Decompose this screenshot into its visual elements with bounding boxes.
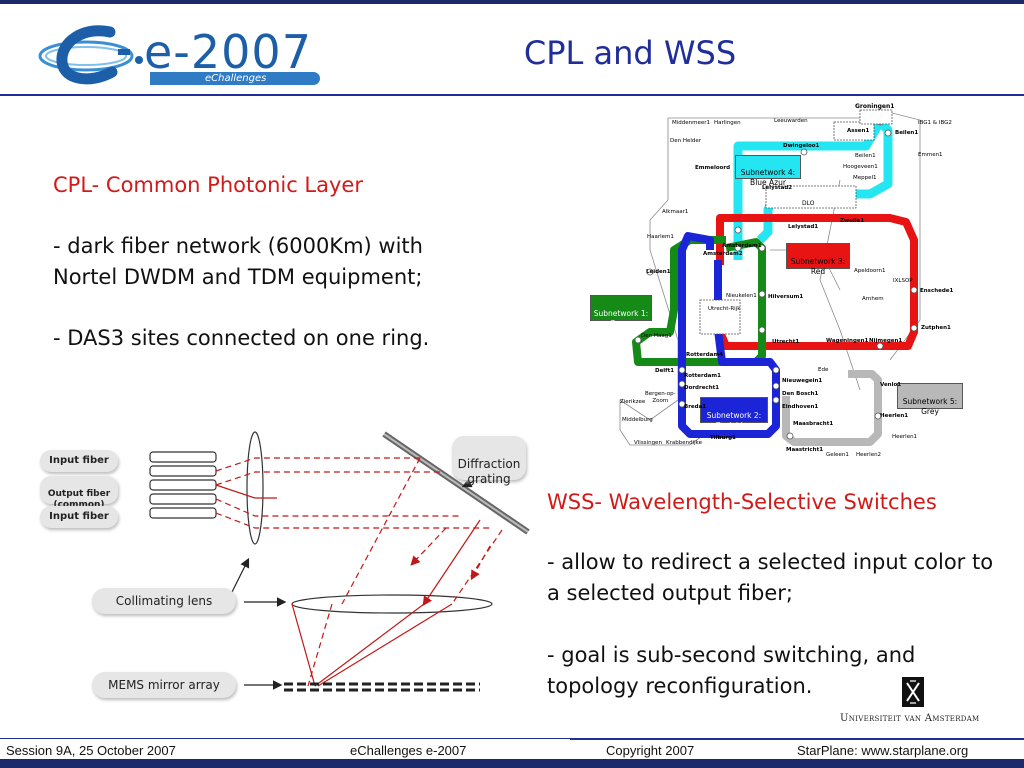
city-leeuwarden: Leeuwarden: [774, 118, 808, 124]
network-map: [590, 100, 980, 460]
subnet-grey-label: Subnetwork 5: Grey: [897, 383, 963, 416]
city-heerlen: Heerlen1: [892, 434, 918, 440]
diffraction-grating-label: Diffraction grating: [452, 436, 526, 486]
city-nijmegen: Nijmegen1: [869, 338, 903, 344]
cpl-bullet-1: - dark fiber network (6000Km) with Norte…: [53, 234, 423, 289]
city-dwingeloo: Dwingeloo1: [783, 143, 820, 149]
city-harlingen: Harlingen: [714, 120, 741, 126]
city-vlissingen: Vlissingen: [634, 440, 662, 446]
wss-bullet-2: - goal is sub-second switching, and topo…: [547, 643, 916, 698]
city-utrecht: Utrecht1: [772, 339, 800, 345]
city-utrecht-rijk: Utrecht-Rijk: [708, 306, 741, 312]
header-rule: [0, 94, 1024, 96]
city-eindhoven: Eindhoven1: [782, 404, 819, 410]
city-delft: Delft1: [655, 368, 675, 374]
city-enschede: Enschede1: [920, 288, 954, 294]
footer-rule: [0, 738, 1024, 739]
footer-event: eChallenges e-2007: [350, 743, 467, 758]
city-ede: Ede: [818, 367, 829, 373]
subnet-blue-label: Subnetwork 2: Dark blue: [700, 397, 768, 430]
city-heerlen1-top: Heerlen1: [880, 413, 909, 419]
city-zwolle: Zwolle1: [840, 218, 865, 224]
city-breda: Breda1: [684, 404, 707, 410]
city-geleen: Geleen1: [826, 452, 849, 458]
uva-emblem: [902, 677, 924, 707]
wss-diagram: [32, 428, 552, 718]
city-haarlem: Haarlem1: [647, 234, 674, 240]
city-venlo: Venlo1: [880, 382, 902, 388]
city-tilburg: Tilburg1: [710, 435, 736, 441]
bottom-bar: [0, 759, 1024, 768]
cpl-bullet-2: - DAS3 sites connected on one ring.: [53, 326, 430, 350]
city-middenmeer: Middenmeer1: [672, 120, 711, 126]
city-hoogeveen: Hoogeveen1: [843, 164, 878, 170]
city-dlo: DLO: [802, 200, 815, 207]
e2007-logo: [36, 22, 326, 92]
city-emmeloord: Emmeloord: [695, 165, 731, 171]
city-rotterdam1: Rotterdam1: [684, 373, 721, 379]
city-den-bosch: Den Bosch1: [782, 391, 819, 397]
city-nieuwegein: Nieuwegein1: [782, 378, 823, 384]
city-wageningen: Wageningen1: [826, 338, 869, 344]
subnet-green-label: Subnetwork 1: Green: [590, 295, 652, 328]
page-title: CPL and WSS: [523, 34, 737, 72]
wss-heading: WSS- Wavelength-Selective Switches: [547, 490, 937, 514]
city-assen: Assen1: [847, 128, 870, 134]
mems-mirror-label: MEMS mirror array: [92, 672, 236, 698]
logo-mark: e-2007: [144, 25, 312, 79]
network-map-svg: [619, 109, 921, 446]
city-lelystad2: Lelystad2: [762, 185, 793, 191]
top-bar: [0, 0, 1024, 4]
footer-session: Session 9A, 25 October 2007: [6, 743, 176, 758]
cpl-heading: CPL- Common Photonic Layer: [53, 173, 363, 197]
wss-diagram-svg: [149, 431, 530, 692]
city-ixlsop: IXLSOP: [893, 278, 913, 284]
city-maastricht: Maastricht1: [786, 447, 824, 453]
city-groningen: Groningen1: [855, 103, 895, 110]
city-alkmaar: Alkmaar1: [662, 209, 689, 215]
city-amsterdam1: Amsterdam1: [722, 243, 762, 249]
city-dordrecht: Dordrecht1: [684, 385, 720, 391]
city-maasbracht: Maasbracht1: [793, 421, 834, 427]
university-name: Universiteit van Amsterdam: [840, 713, 980, 724]
footer-rule-accent: [570, 738, 1024, 740]
output-fiber-label: Output fiber (common): [40, 476, 118, 510]
city-beilen: Beilen1: [895, 130, 919, 136]
city-bergen-op-zoom: Bergen-op- Zoom: [645, 391, 676, 404]
city-amsterdam2: Amsterdam2: [703, 251, 743, 257]
logo-sub-band: [150, 72, 320, 85]
city-krabbendijke: Krabbendijke: [666, 440, 703, 446]
subnet-azur-label: Subnetwork 4: Blue Azur: [735, 155, 801, 187]
city-heerlen2: Heerlen2: [856, 452, 882, 458]
wss-bullet-1: - allow to redirect a selected input col…: [547, 550, 994, 605]
city-den-helder: Den Helder: [670, 138, 702, 144]
footer-copyright: Copyright 2007: [606, 743, 695, 758]
city-den-haag: Den Haag1: [641, 333, 672, 339]
city-beilen-2: Beilen1: [855, 153, 876, 159]
input-fiber-label-1: Input fiber: [40, 450, 118, 472]
collimating-lens-label: Collimating lens: [92, 588, 236, 614]
subnet-red-label: Subnetwork 3: Red: [786, 243, 850, 276]
city-apeldoorn: Apeldoorn1: [854, 268, 886, 274]
city-emmen: Emmen1: [918, 152, 943, 158]
city-leiden: Leiden1: [646, 269, 671, 275]
city-meppel: Meppel1: [853, 175, 877, 181]
footer-site: StarPlane: www.starplane.org: [797, 743, 969, 758]
city-lelystad1: Lelystad1: [788, 224, 819, 230]
city-zutphen: Zutphen1: [921, 325, 951, 331]
city-ibg: IBG1 & IBG2: [918, 120, 952, 126]
city-middelburg: Middelburg: [622, 417, 653, 423]
city-zierikzee: Zierikzee: [620, 399, 646, 405]
city-nieukelen: Nieukelen1: [726, 293, 757, 299]
city-hilversum: Hilversum1: [768, 294, 804, 300]
logo-sub: eChallenges: [205, 73, 267, 84]
city-rotterdam4: Rotterdam4: [686, 352, 723, 358]
city-arnhem: Arnhem: [862, 296, 884, 302]
input-fiber-label-2: Input fiber: [40, 506, 118, 528]
